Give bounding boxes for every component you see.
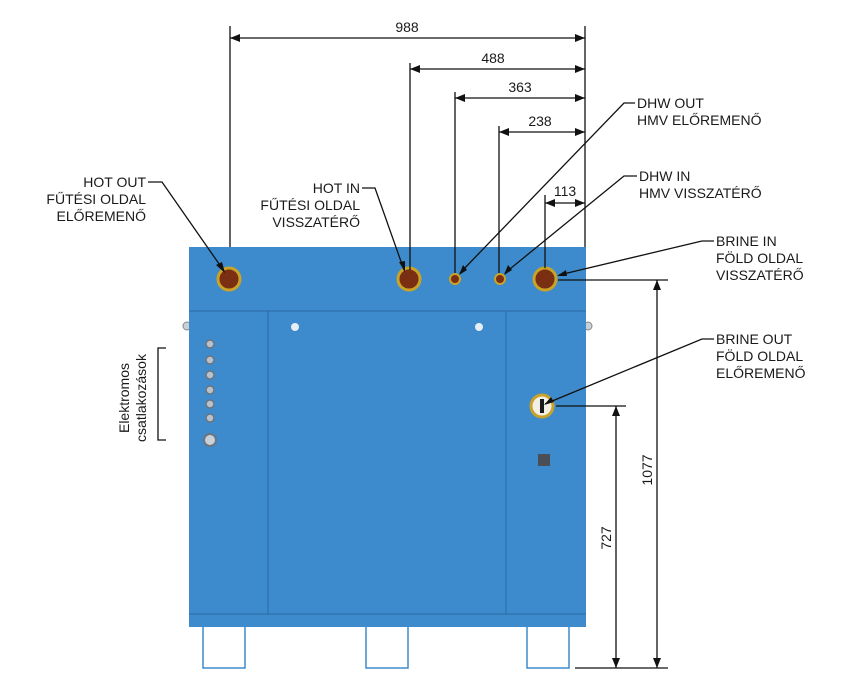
brine-in-line2: FÖLD OLDAL <box>716 249 803 266</box>
leg-right <box>526 625 570 669</box>
horizontal-arrowheads <box>230 34 585 207</box>
brine-in-line1: BRINE IN <box>716 233 777 249</box>
dim-988-label: 988 <box>395 19 419 35</box>
brine-out-port-slot <box>540 399 544 413</box>
hot-out-port <box>216 266 242 292</box>
dhw-in-line1: DHW IN <box>639 168 690 184</box>
cable-gland <box>205 370 215 380</box>
brine-out-line2: FÖLD OLDAL <box>716 347 803 364</box>
leader-lines <box>148 102 714 405</box>
label-electrical: Elektromos csatlakozások <box>116 353 149 442</box>
control-square <box>538 454 550 466</box>
label-hot-out: HOT OUT FŰTÉSI OLDAL ELŐREMENŐ <box>46 174 146 224</box>
panel-screw-left <box>291 323 299 331</box>
hot-in-line3: VISSZATÉRŐ <box>272 214 360 230</box>
dim-363-label: 363 <box>508 79 532 95</box>
brine-in-port <box>532 266 558 292</box>
label-dhw-in: DHW IN HMV VISSZATÉRŐ <box>639 168 762 201</box>
unit-main-section <box>189 311 586 627</box>
electrical-connectors <box>203 339 217 447</box>
dhw-out-line2: HMV ELŐREMENŐ <box>637 112 762 128</box>
label-hot-in: HOT IN FŰTÉSI OLDAL VISSZATÉRŐ <box>260 180 360 230</box>
vertical-dimension-values: 1077 727 <box>598 454 655 549</box>
electrical-line1: Elektromos <box>116 363 132 433</box>
dhw-out-port <box>449 273 461 285</box>
label-brine-out: BRINE OUT FÖLD OLDAL ELŐREMENŐ <box>716 331 806 381</box>
horizontal-dimensions <box>229 26 586 273</box>
hot-out-line3: ELŐREMENŐ <box>57 208 147 224</box>
cable-gland <box>205 339 215 349</box>
hot-in-port <box>396 266 422 292</box>
horizontal-dimension-values: 988 488 363 238 113 <box>395 19 576 199</box>
cable-gland <box>205 355 215 365</box>
cable-gland <box>205 399 215 409</box>
cable-gland-large <box>203 433 217 447</box>
brine-out-line3: ELŐREMENŐ <box>716 365 806 381</box>
electrical-bracket <box>157 347 166 441</box>
brine-out-line1: BRINE OUT <box>716 331 793 347</box>
dim-727-label: 727 <box>598 526 614 550</box>
leader-arrowheads <box>216 261 567 405</box>
unit-top-section <box>189 247 586 311</box>
label-dhw-out: DHW OUT HMV ELŐREMENŐ <box>637 95 762 128</box>
vertical-arrowheads <box>612 280 661 668</box>
hot-in-line2: FŰTÉSI OLDAL <box>260 197 360 213</box>
brine-in-line3: VISSZATÉRŐ <box>716 267 804 283</box>
cable-gland <box>205 413 215 423</box>
hot-in-line1: HOT IN <box>313 180 360 196</box>
cable-gland <box>205 385 215 395</box>
dim-238-label: 238 <box>528 113 552 129</box>
dim-1077-label: 1077 <box>639 454 655 485</box>
label-brine-in: BRINE IN FÖLD OLDAL VISSZATÉRŐ <box>716 233 804 283</box>
hot-out-line1: HOT OUT <box>83 174 146 190</box>
hot-out-line2: FŰTÉSI OLDAL <box>46 191 146 207</box>
electrical-line2: csatlakozások <box>133 353 149 442</box>
panel-screw-right <box>475 323 483 331</box>
dhw-in-port <box>494 273 506 285</box>
leg-left <box>202 625 246 669</box>
vertical-dimensions <box>556 279 668 669</box>
dhw-out-line1: DHW OUT <box>637 95 704 111</box>
dim-113-label: 113 <box>554 183 577 199</box>
leg-middle <box>365 625 409 669</box>
dim-488-label: 488 <box>481 50 505 66</box>
dhw-in-line2: HMV VISSZATÉRŐ <box>639 185 762 201</box>
legs <box>202 625 570 669</box>
unit-body <box>189 247 586 627</box>
